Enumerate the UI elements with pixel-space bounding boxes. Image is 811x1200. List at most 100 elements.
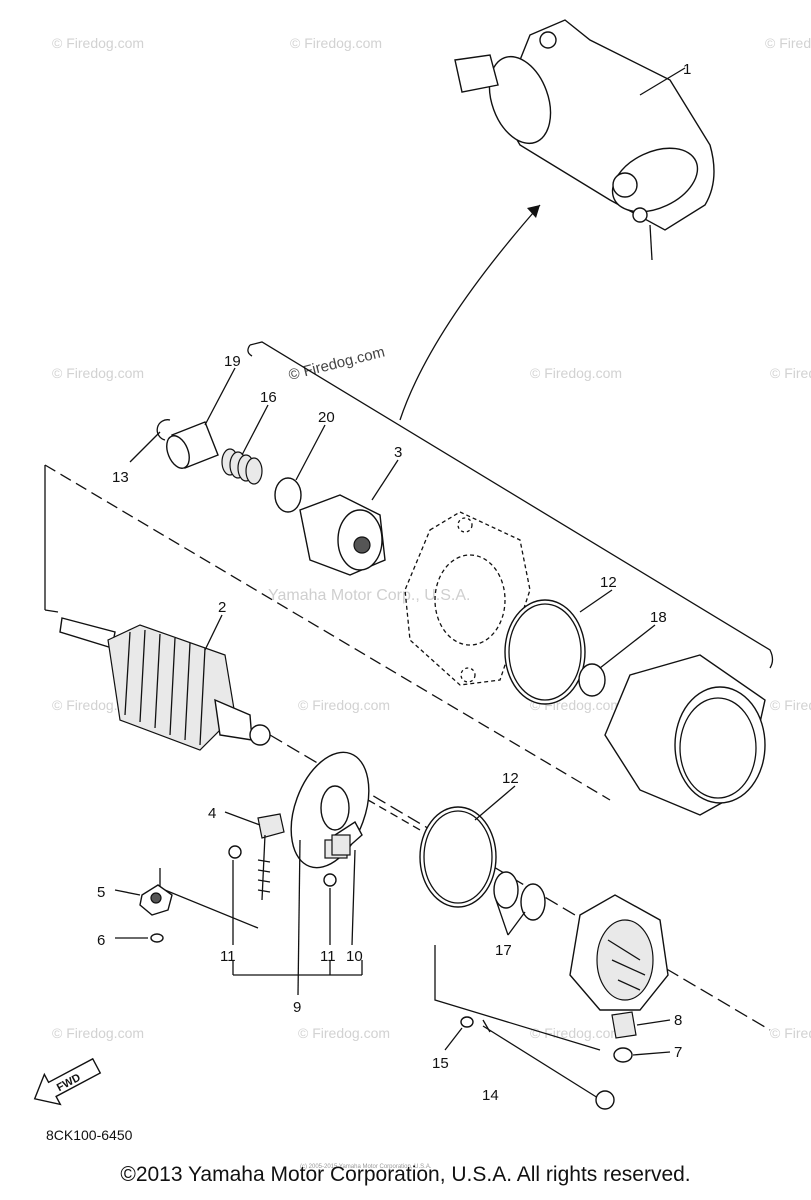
leader-10: [351, 849, 356, 946]
front-cover-hole: [460, 667, 476, 683]
armature: [59, 617, 271, 751]
fwd-arrow: FWD: [33, 1057, 102, 1106]
assembly-frame: [44, 341, 774, 1051]
diagram-code: 8CK100-6450: [46, 1127, 133, 1143]
small-washer: [150, 933, 164, 943]
callout-16: 16: [260, 389, 277, 406]
bush: [166, 421, 219, 469]
lock-washer: [228, 845, 242, 859]
armature-windings: [124, 629, 206, 746]
watermark: © Firedog.com: [290, 35, 382, 51]
callout-10: 10: [346, 948, 363, 965]
frame-left-tick: [44, 609, 59, 613]
tiny-copyright: (c) 2005-2015 Yamaha Motor Corporation, …: [300, 1164, 432, 1170]
arrow-to-starter: [399, 204, 541, 421]
through-bolt-head: [595, 1090, 615, 1110]
starter-motor-terminal: [612, 172, 638, 198]
watermark: © Firedog.com: [530, 365, 622, 381]
brush-lead-threads: [257, 859, 271, 893]
armature-shaft: [59, 617, 116, 649]
starter-motor-housing: [611, 147, 699, 213]
through-bolt-tip: [482, 1019, 491, 1033]
shim: [493, 871, 519, 909]
washer-tiny: [460, 1016, 474, 1028]
through-bolt-shaft: [482, 1025, 599, 1099]
watermark: © Firedog.com: [530, 1025, 622, 1041]
callout-12-upper: 12: [600, 574, 617, 591]
frame-bolt-line: [434, 945, 601, 1051]
callout-4: 4: [208, 805, 216, 822]
fwd-label: FWD: [55, 1072, 83, 1094]
brush: [331, 834, 351, 856]
starter-motor-bolt: [632, 207, 648, 223]
lock-washer: [323, 873, 337, 887]
watermark: © Firedog.com: [765, 35, 811, 51]
spring: [221, 448, 263, 485]
watermark: © Firedog.com: [52, 365, 144, 381]
leader-4: [224, 811, 261, 826]
brush-plate: [290, 751, 370, 869]
watermark-center: Yamaha Motor Corp., U.S.A.: [268, 587, 470, 604]
o-ring-upper-inner: [508, 603, 582, 701]
grommet: [611, 1011, 637, 1039]
callout-18: 18: [650, 609, 667, 626]
leader-16: [241, 404, 269, 456]
starter-pinion: [299, 494, 386, 576]
watermark: © Firedog.com: [770, 697, 811, 713]
circlip: [156, 419, 171, 441]
callout-9: 9: [293, 999, 301, 1016]
callout-17: 17: [495, 942, 512, 959]
callouts: 1 19 16 20 3 13 2 12 18 4 5 6 12 17 11 1…: [97, 61, 691, 1104]
leader-5: [114, 889, 141, 896]
callout-7: 7: [674, 1044, 682, 1061]
nut-hole: [150, 892, 162, 904]
arrow-head: [527, 205, 540, 218]
watermark: © Firedog.com: [770, 1025, 811, 1041]
yoke-opening: [674, 686, 766, 804]
fwd-arrow-shape: [33, 1057, 102, 1106]
callout-20: 20: [318, 409, 335, 426]
washer: [274, 477, 302, 513]
starter-motor-shaft: [454, 54, 499, 93]
rear-cover-details: [607, 939, 646, 991]
callout-12-lower: 12: [502, 770, 519, 787]
o-ring-lower-inner: [423, 810, 493, 904]
starter-motor-stud: [649, 224, 653, 261]
leader-12-lower: [474, 785, 516, 821]
leader-3: [371, 459, 399, 501]
watermark: © Firedog.com: [287, 344, 387, 384]
leader-7: [632, 1051, 671, 1056]
grommet-body: [611, 1011, 637, 1039]
leader-lines: [114, 67, 686, 1056]
callout-3: 3: [394, 444, 402, 461]
leader-20: [295, 424, 326, 481]
callout-2: 2: [218, 599, 226, 616]
shim: [520, 883, 546, 921]
watermark: © Firedog.com: [770, 365, 811, 381]
yoke-opening-inner: [679, 697, 757, 799]
callout-11a: 11: [220, 948, 236, 965]
front-cover-outline: [404, 511, 531, 686]
callout-11b: 11: [320, 948, 336, 965]
frame-mid-dashed: [367, 799, 421, 831]
callout-6: 6: [97, 932, 105, 949]
frame-axis-dashed: [44, 464, 611, 801]
spring-coil: [245, 457, 263, 485]
leader-18: [599, 624, 656, 669]
frame-lower-dashed: [269, 734, 771, 1031]
brush-plate-hole: [320, 785, 350, 831]
starter-motor-mount-hole: [539, 31, 557, 49]
starter-motor-assembly: [454, 19, 715, 261]
o-ring-lower: [419, 806, 497, 908]
nut-small: [613, 1047, 633, 1063]
leader-15: [444, 1027, 463, 1051]
watermark: © Firedog.com: [298, 1025, 390, 1041]
bush-face: [166, 435, 190, 469]
front-cover: [404, 511, 531, 686]
through-bolt: [482, 1019, 615, 1110]
pinion-bore: [353, 536, 371, 554]
brush-lead-bolt: [261, 834, 266, 901]
frame-bracket-ticks: [232, 960, 363, 975]
washer-small: [578, 663, 606, 697]
watermark: © Firedog.com: [52, 35, 144, 51]
